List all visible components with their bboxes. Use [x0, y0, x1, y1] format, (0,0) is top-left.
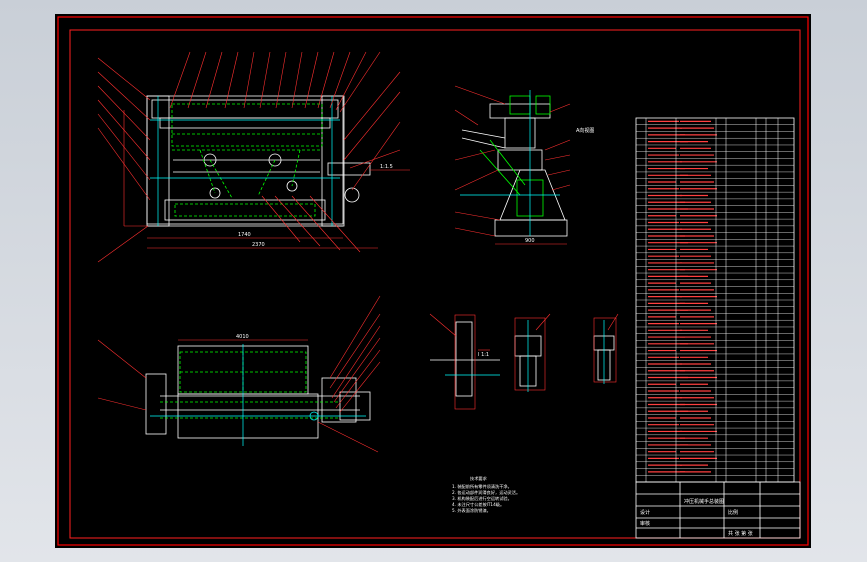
note-3: 3. 机构装配后进行空运转试验。	[452, 495, 512, 502]
side-view-leaders	[454, 85, 571, 245]
front-view-cyan	[150, 96, 340, 226]
title-scale-label: 比例	[728, 509, 738, 516]
plan-view-cyan	[150, 344, 366, 446]
detail-views-red	[429, 313, 619, 410]
drawing-title: 冲压机械手总装图	[684, 498, 724, 505]
plan-dim: 4010	[236, 334, 249, 340]
bom-rows	[636, 118, 794, 482]
drawing-sheet	[55, 14, 811, 548]
title-block-text: 冲压机械手总装图 设计 审核 比例 共 张 第 张	[640, 498, 753, 537]
front-view-hidden	[171, 103, 323, 217]
side-view	[461, 103, 568, 237]
title-sheet-label: 共 张 第 张	[728, 530, 753, 537]
detail-views-text: I 1:1	[478, 352, 489, 358]
front-dim-a: 1740	[238, 232, 251, 238]
technical-notes: 技术要求 1. 装配前所有零件须清洗干净。 2. 各运动部件润滑良好，运动灵活。…	[452, 475, 520, 514]
bom-table	[635, 117, 795, 483]
front-view-dimension-text: 1740 2370 1:1.5	[238, 164, 393, 248]
inner-frame	[69, 29, 801, 539]
note-5: 5. 外表面涂防锈漆。	[452, 507, 491, 514]
note-1: 1. 装配前所有零件须清洗干净。	[452, 483, 512, 490]
front-view-leaders	[97, 51, 410, 263]
plan-view-text: 4010	[236, 334, 249, 340]
main-view-scale: 1:1.5	[380, 164, 393, 170]
outer-frame	[57, 16, 809, 546]
side-view-text: 900 A向视图	[525, 127, 594, 244]
notes-title: 技术要求	[470, 475, 488, 482]
title-block	[635, 481, 801, 539]
side-view-cyan	[460, 90, 560, 236]
detail-views-cyan	[445, 320, 605, 392]
plan-view-leaders	[97, 295, 381, 453]
detail-label: I 1:1	[478, 352, 489, 358]
front-dim-b: 2370	[252, 242, 265, 248]
note-4: 4. 未注尺寸公差按IT14级。	[452, 501, 504, 508]
title-design-label: 设计	[640, 509, 650, 516]
note-2: 2. 各运动部件润滑良好，运动灵活。	[452, 489, 520, 496]
title-check-label: 审核	[640, 520, 650, 527]
side-view-label: A向视图	[576, 127, 594, 134]
side-dim: 900	[525, 238, 535, 244]
